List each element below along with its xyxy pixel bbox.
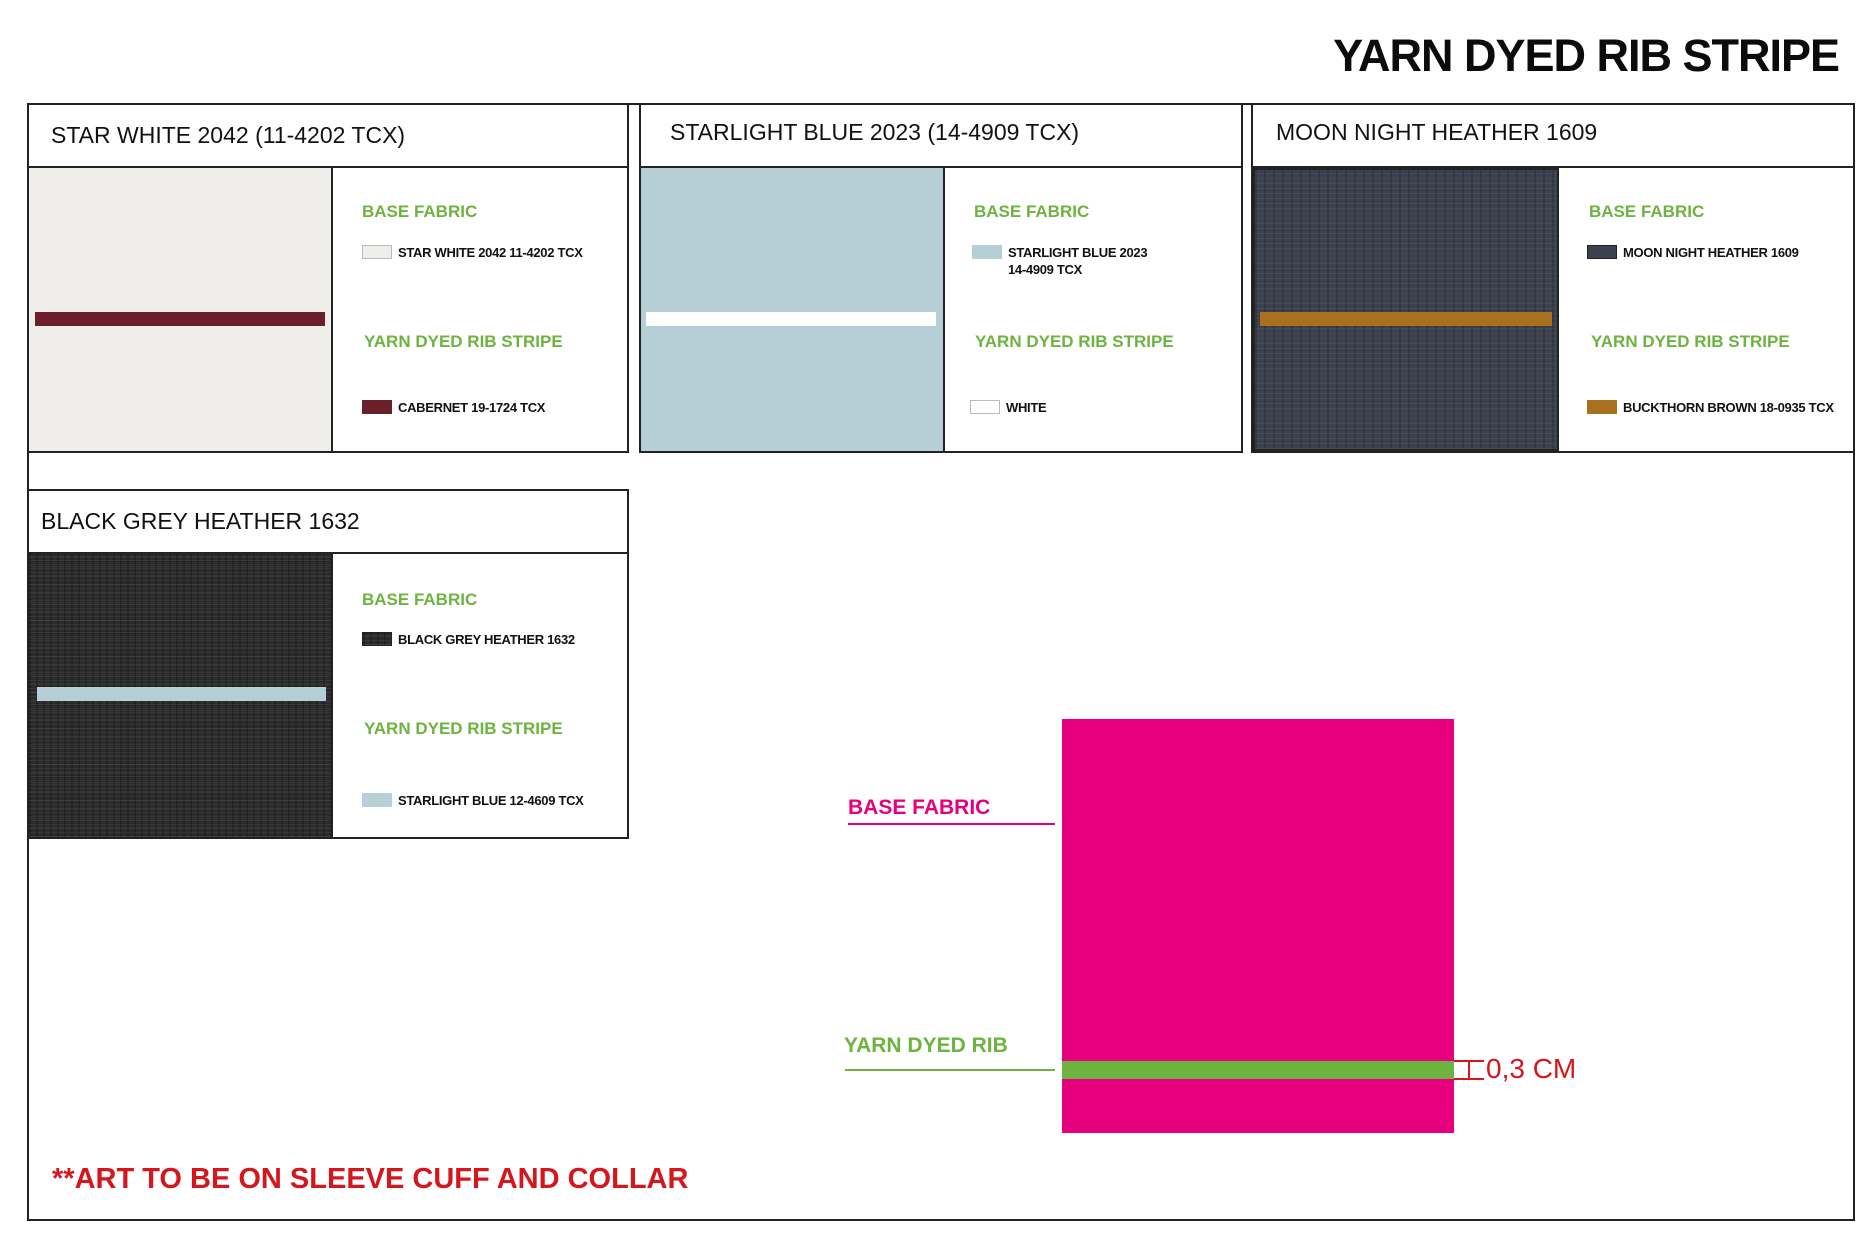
chip-label: BLACK GREY HEATHER 1632 <box>398 632 575 647</box>
stripe-label: YARN DYED RIB STRIPE <box>364 332 563 351</box>
base-fabric-label: BASE FABRIC <box>362 590 478 609</box>
card-body: BASE FABRIC STARLIGHT BLUE 2023 14-4909 … <box>639 166 1243 453</box>
stripe-color-chip-row: BUCKTHORN BROWN 18-0935 TCX <box>1587 399 1834 416</box>
colorway-card-starlight-blue: STARLIGHT BLUE 2023 (14-4909 TCX) BASE F… <box>639 103 1243 453</box>
card-title: STAR WHITE 2042 (11-4202 TCX) <box>27 103 629 168</box>
page-title: YARN DYED RIB STRIPE <box>1333 30 1840 81</box>
spec-panel: BASE FABRIC STARLIGHT BLUE 2023 14-4909 … <box>945 168 1241 451</box>
rib-leader-line <box>845 1069 1055 1071</box>
colorway-card-star-white: STAR WHITE 2042 (11-4202 TCX) BASE FABRI… <box>27 103 629 453</box>
card-body: BASE FABRIC STAR WHITE 2042 11-4202 TCX … <box>27 166 629 453</box>
color-chip <box>1587 400 1617 414</box>
color-chip <box>362 793 392 807</box>
color-chip <box>362 400 392 414</box>
measurement-bracket <box>1454 1060 1484 1080</box>
card-title: MOON NIGHT HEATHER 1609 <box>1251 103 1855 168</box>
colorway-card-moon-night-heather: MOON NIGHT HEATHER 1609 BASE FABRIC MOON… <box>1251 103 1855 453</box>
base-fabric-leader-line <box>848 823 1055 825</box>
rib-stripe-band <box>1062 1061 1454 1079</box>
stripe-label: YARN DYED RIB STRIPE <box>1591 332 1790 351</box>
chip-label: WHITE <box>1006 400 1047 415</box>
card-title: STARLIGHT BLUE 2023 (14-4909 TCX) <box>639 103 1243 168</box>
rib-stripe <box>35 312 325 326</box>
measurement-label: 0,3 CM <box>1486 1053 1577 1084</box>
spec-panel: BASE FABRIC STAR WHITE 2042 11-4202 TCX … <box>333 168 627 451</box>
card-body: BASE FABRIC MOON NIGHT HEATHER 1609 YARN… <box>1251 166 1855 453</box>
chip-label: STAR WHITE 2042 11-4202 TCX <box>398 245 583 260</box>
fabric-swatch <box>29 554 333 837</box>
chip-label: STARLIGHT BLUE 12-4609 TCX <box>398 793 584 808</box>
spec-panel: BASE FABRIC MOON NIGHT HEATHER 1609 YARN… <box>1559 168 1853 451</box>
color-chip <box>362 245 392 259</box>
stripe-label: YARN DYED RIB STRIPE <box>364 719 563 738</box>
fabric-swatch <box>1253 168 1559 451</box>
color-chip <box>362 632 392 646</box>
colorway-card-black-grey-heather: BLACK GREY HEATHER 1632 BASE FABRIC BLAC… <box>27 489 629 839</box>
stripe-color-chip-row: STARLIGHT BLUE 12-4609 TCX <box>362 792 584 809</box>
base-color-chip-row: STAR WHITE 2042 11-4202 TCX <box>362 244 583 261</box>
chip-label: STARLIGHT BLUE 2023 <box>1008 245 1148 260</box>
spec-panel: BASE FABRIC BLACK GREY HEATHER 1632 YARN… <box>333 554 627 837</box>
chip-label-line2: 14-4909 TCX <box>1008 262 1083 277</box>
fabric-swatch <box>641 168 945 451</box>
chip-label-group: STARLIGHT BLUE 2023 14-4909 TCX <box>1008 244 1148 278</box>
base-color-chip-row: BLACK GREY HEATHER 1632 <box>362 631 575 648</box>
base-color-chip-row: MOON NIGHT HEATHER 1609 <box>1587 244 1799 261</box>
base-fabric-label: BASE FABRIC <box>974 202 1090 221</box>
chip-label: CABERNET 19-1724 TCX <box>398 400 546 415</box>
stripe-label: YARN DYED RIB STRIPE <box>975 332 1174 351</box>
stripe-color-chip-row: WHITE <box>970 399 1047 416</box>
base-fabric-callout-label: BASE FABRIC <box>848 796 991 819</box>
color-chip <box>972 245 1002 259</box>
rib-stripe <box>1260 312 1552 326</box>
card-body: BASE FABRIC BLACK GREY HEATHER 1632 YARN… <box>27 552 629 839</box>
color-chip <box>1587 245 1617 259</box>
base-fabric-label: BASE FABRIC <box>1589 202 1705 221</box>
fabric-swatch <box>29 168 333 451</box>
rib-stripe <box>37 687 326 701</box>
color-chip <box>970 400 1000 414</box>
rib-callout-label: YARN DYED RIB <box>844 1034 1008 1057</box>
base-fabric-label: BASE FABRIC <box>362 202 478 221</box>
rib-stripe <box>646 312 936 326</box>
placement-note: **ART TO BE ON SLEEVE CUFF AND COLLAR <box>52 1163 689 1195</box>
base-color-chip-row: STARLIGHT BLUE 2023 14-4909 TCX <box>972 244 1148 278</box>
chip-label: BUCKTHORN BROWN 18-0935 TCX <box>1623 400 1834 415</box>
card-title: BLACK GREY HEATHER 1632 <box>27 489 629 554</box>
chip-label: MOON NIGHT HEATHER 1609 <box>1623 245 1799 260</box>
stripe-color-chip-row: CABERNET 19-1724 TCX <box>362 399 545 416</box>
